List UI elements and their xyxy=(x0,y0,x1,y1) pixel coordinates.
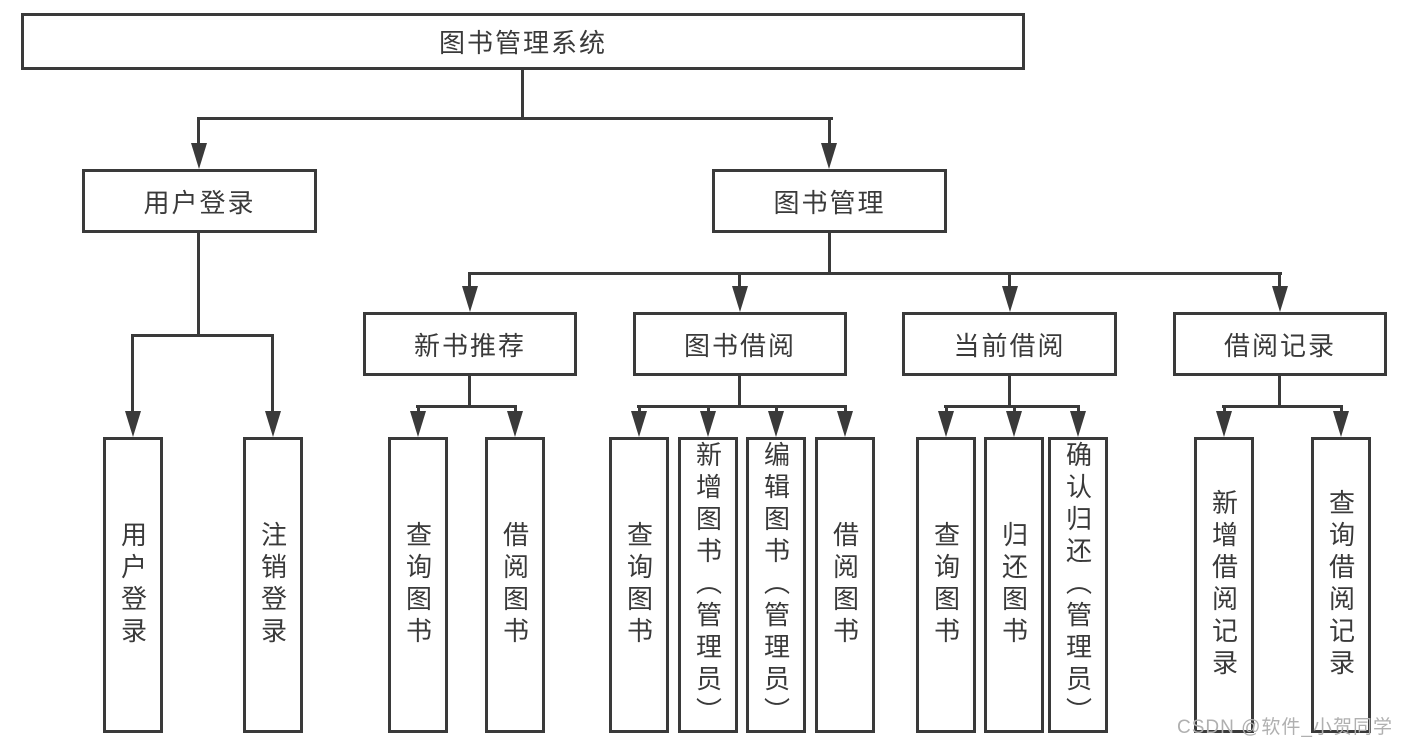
leaf-user-login: 用户登录 xyxy=(103,437,163,733)
connector-line xyxy=(1013,405,1016,415)
leaf-add-books-admin: 新增图书（管理员） xyxy=(678,437,738,733)
connector-line xyxy=(738,272,741,290)
connector-line xyxy=(1008,272,1011,290)
watermark: CSDN @软件_小贺同学 xyxy=(1177,717,1393,738)
connector-line xyxy=(775,405,778,415)
leaf-query-books-recommend-label: 查询图书 xyxy=(402,521,433,649)
node-root: 图书管理系统 xyxy=(21,13,1025,70)
arrowhead-down-icon xyxy=(191,143,207,169)
leaf-query-books-current: 查询图书 xyxy=(916,437,976,733)
node-root-label: 图书管理系统 xyxy=(438,28,607,58)
connector-line xyxy=(468,272,1282,275)
node-book-management-label: 图书管理 xyxy=(773,187,886,218)
node-new-book-recommend-label: 新书推荐 xyxy=(413,330,526,361)
node-book-management: 图书管理 xyxy=(712,169,947,233)
leaf-user-login-label: 用户登录 xyxy=(117,521,148,649)
leaf-return-books: 归还图书 xyxy=(984,437,1044,733)
leaf-add-books-admin-label: 新增图书（管理员） xyxy=(692,441,723,729)
connector-line xyxy=(828,117,831,147)
arrowhead-down-icon xyxy=(1272,286,1288,312)
arrowhead-down-icon xyxy=(1070,411,1086,437)
leaf-borrow-books-recommend: 借阅图书 xyxy=(485,437,545,733)
connector-line xyxy=(197,233,200,336)
leaf-query-borrow-record-label: 查询借阅记录 xyxy=(1325,489,1356,681)
arrowhead-down-icon xyxy=(1216,411,1232,437)
connector-line xyxy=(468,376,471,407)
arrowhead-down-icon xyxy=(125,411,141,437)
arrowhead-down-icon xyxy=(462,286,478,312)
connector-line xyxy=(637,405,847,408)
connector-line xyxy=(197,117,200,147)
arrowhead-down-icon xyxy=(821,143,837,169)
connector-line xyxy=(521,70,524,119)
connector-line xyxy=(945,405,948,415)
connector-line xyxy=(131,334,274,337)
leaf-edit-books-admin: 编辑图书（管理员） xyxy=(746,437,806,733)
leaf-query-books-borrow: 查询图书 xyxy=(609,437,669,733)
leaf-borrow-books-borrow-label: 借阅图书 xyxy=(829,521,860,649)
leaf-query-borrow-record: 查询借阅记录 xyxy=(1311,437,1371,733)
leaf-confirm-return-admin-label: 确认归还（管理员） xyxy=(1062,441,1093,729)
arrowhead-down-icon xyxy=(732,286,748,312)
node-book-borrow: 图书借阅 xyxy=(633,312,847,376)
connector-line xyxy=(271,334,274,415)
node-new-book-recommend: 新书推荐 xyxy=(363,312,577,376)
connector-line xyxy=(416,405,517,408)
arrowhead-down-icon xyxy=(507,411,523,437)
connector-line xyxy=(1008,376,1011,407)
connector-line xyxy=(417,405,420,415)
arrowhead-down-icon xyxy=(837,411,853,437)
arrowhead-down-icon xyxy=(938,411,954,437)
connector-line xyxy=(638,405,641,415)
connector-line xyxy=(131,334,134,415)
arrowhead-down-icon xyxy=(410,411,426,437)
connector-line xyxy=(514,405,517,415)
leaf-logout-label: 注销登录 xyxy=(257,521,288,649)
connector-line xyxy=(844,405,847,415)
leaf-borrow-books-recommend-label: 借阅图书 xyxy=(499,521,530,649)
leaf-edit-books-admin-label: 编辑图书（管理员） xyxy=(760,441,791,729)
node-user-login: 用户登录 xyxy=(82,169,317,233)
arrowhead-down-icon xyxy=(1006,411,1022,437)
node-current-borrow-label: 当前借阅 xyxy=(953,330,1066,361)
connector-line xyxy=(1077,405,1080,415)
leaf-add-borrow-record: 新增借阅记录 xyxy=(1194,437,1254,733)
connector-line xyxy=(1278,376,1281,407)
node-user-login-label: 用户登录 xyxy=(143,187,256,218)
node-book-borrow-label: 图书借阅 xyxy=(683,330,796,361)
leaf-return-books-label: 归还图书 xyxy=(998,521,1029,649)
node-borrow-records-label: 借阅记录 xyxy=(1223,330,1336,361)
connector-line xyxy=(828,233,831,274)
leaf-borrow-books-borrow: 借阅图书 xyxy=(815,437,875,733)
arrowhead-down-icon xyxy=(265,411,281,437)
leaf-query-books-borrow-label: 查询图书 xyxy=(623,521,654,649)
connector-line xyxy=(738,376,741,407)
arrowhead-down-icon xyxy=(631,411,647,437)
connector-line xyxy=(1278,272,1281,290)
leaf-confirm-return-admin: 确认归还（管理员） xyxy=(1048,437,1108,733)
arrowhead-down-icon xyxy=(1333,411,1349,437)
arrowhead-down-icon xyxy=(1002,286,1018,312)
connector-line xyxy=(1222,405,1343,408)
connector-line xyxy=(1340,405,1343,415)
leaf-add-borrow-record-label: 新增借阅记录 xyxy=(1208,489,1239,681)
node-current-borrow: 当前借阅 xyxy=(902,312,1117,376)
connector-line xyxy=(197,117,833,120)
connector-line xyxy=(707,405,710,415)
leaf-logout: 注销登录 xyxy=(243,437,303,733)
connector-line xyxy=(468,272,471,290)
arrowhead-down-icon xyxy=(768,411,784,437)
leaf-query-books-recommend: 查询图书 xyxy=(388,437,448,733)
leaf-query-books-current-label: 查询图书 xyxy=(930,521,961,649)
node-borrow-records: 借阅记录 xyxy=(1173,312,1387,376)
arrowhead-down-icon xyxy=(700,411,716,437)
connector-line xyxy=(944,405,1080,408)
connector-line xyxy=(1223,405,1226,415)
